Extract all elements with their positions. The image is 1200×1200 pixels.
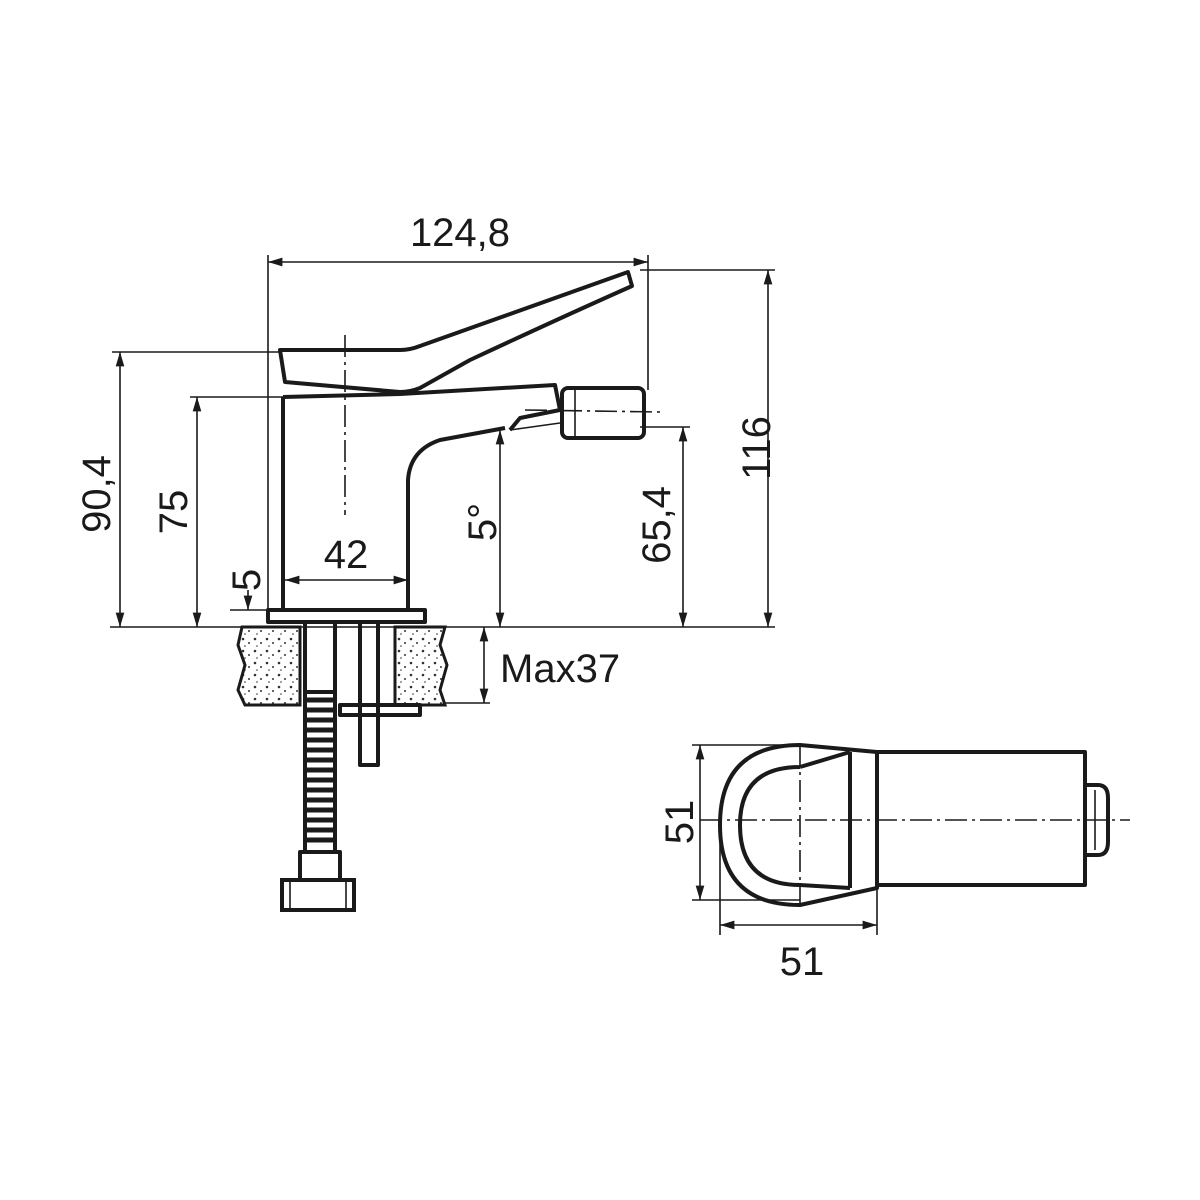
dim-overall-height: 116 — [735, 416, 779, 480]
faucet-body — [281, 383, 562, 610]
dim-body-height: 75 — [152, 490, 196, 535]
fixing-bolt — [358, 620, 380, 767]
dimensions-top: 51 51 — [658, 744, 878, 984]
spout-centerline — [524, 409, 661, 413]
dim-max-counter-thickness: Max37 — [500, 647, 620, 691]
dim-base-thickness: 5 — [225, 569, 269, 591]
dim-top-depth: 51 — [658, 800, 702, 845]
faucet-side-view — [266, 270, 661, 624]
lever — [278, 270, 634, 394]
dimensions-side: 124,8 116 90,4 75 5 42 5° 65,4 Max37 — [75, 211, 779, 704]
dim-top-width: 51 — [780, 940, 825, 984]
spout-line — [509, 422, 561, 431]
dim-spout-angle: 5° — [461, 503, 505, 541]
supply-hose — [280, 620, 356, 912]
aerator — [560, 386, 646, 440]
dim-spout-height: 65,4 — [635, 486, 679, 564]
base-plate — [266, 608, 427, 624]
dim-overall-width: 124,8 — [410, 211, 510, 255]
dim-body-width: 42 — [324, 533, 369, 577]
faucet-top-view — [700, 743, 1130, 907]
dim-lever-height: 90,4 — [75, 455, 119, 533]
countertop-section — [236, 620, 449, 912]
